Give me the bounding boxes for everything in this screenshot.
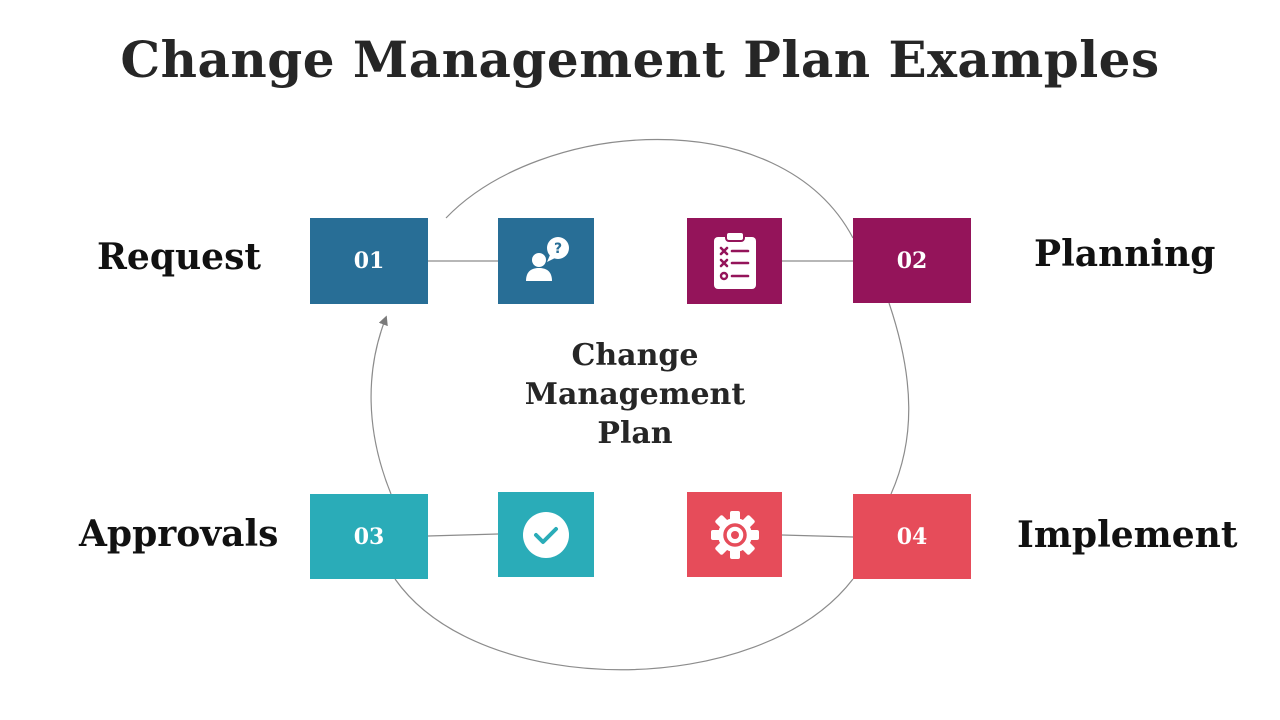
step-01-number: 01 — [353, 248, 385, 274]
step-01-number-box: 01 — [310, 218, 428, 304]
bottom-arc — [394, 578, 854, 671]
step-03-label: Approvals — [79, 513, 279, 555]
center-label: Change Management Plan — [524, 338, 746, 451]
clipboard-checklist-icon — [713, 231, 756, 289]
step-02-number: 02 — [896, 247, 928, 274]
step-04-label: Implement — [1017, 514, 1238, 556]
step-03-number-box: 03 — [310, 494, 428, 579]
step-01-icon-box: ? — [498, 218, 594, 304]
gear-icon — [710, 510, 759, 559]
user-question-icon: ? — [526, 237, 569, 281]
top-arc — [445, 138, 854, 239]
step-03-number: 03 — [353, 523, 385, 550]
step-01-label: Request — [97, 236, 261, 278]
svg-text:?: ? — [554, 241, 562, 257]
page-title: Change Management Plan Examples — [120, 30, 1160, 89]
right-arc — [888, 302, 910, 495]
connector-04 — [781, 534, 854, 538]
step-02-icon-box — [687, 218, 782, 304]
step-04-number-box: 04 — [853, 494, 971, 579]
left-arc-arrow — [370, 315, 392, 495]
step-04-icon-box — [687, 492, 782, 577]
step-02-label: Planning — [1034, 233, 1216, 275]
step-04-number: 04 — [896, 523, 928, 550]
step-02-number-box: 02 — [853, 218, 971, 303]
check-circle-icon — [523, 511, 569, 558]
step-03-icon-box — [498, 492, 594, 577]
connector-03 — [427, 533, 499, 537]
